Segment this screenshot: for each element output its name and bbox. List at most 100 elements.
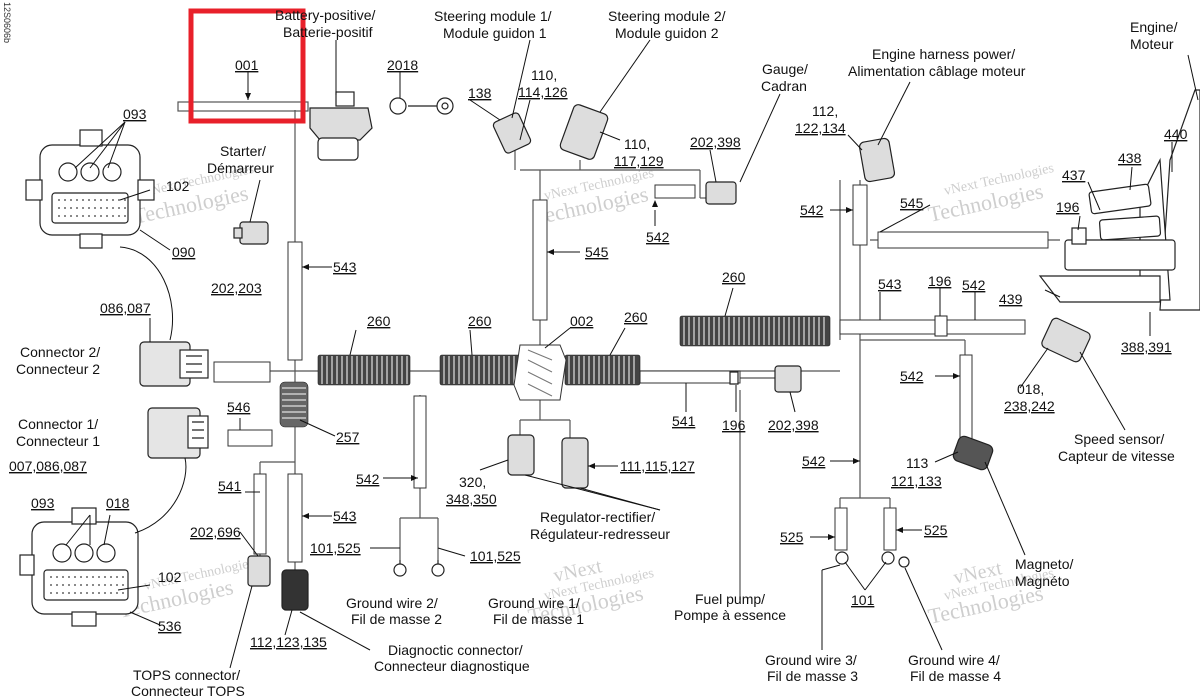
callout: 102	[158, 569, 182, 585]
arrowheads	[245, 93, 960, 540]
gauge-label: Gauge/	[762, 61, 808, 77]
leader-lines	[65, 39, 1199, 669]
fuel-pump-label: Pompe à essence	[674, 607, 786, 623]
callout: 2018	[387, 57, 418, 73]
callout: 525	[780, 529, 804, 545]
fuel-pump-connector	[729, 365, 802, 393]
starter-label: Starter/	[220, 143, 266, 159]
engine-harness-power-connector	[858, 137, 896, 183]
callout: 138	[468, 85, 492, 101]
callout-numbers: 001 2018 138 110, 114,126 110, 117,129 2…	[9, 57, 1188, 650]
steering-module-2-connector	[559, 104, 609, 160]
steering-module-1-label: Module guidon 1	[443, 25, 547, 41]
connector-1-label: Connector 1/	[18, 416, 98, 432]
harness-sleeves	[213, 184, 1049, 563]
callout: 114,126	[518, 84, 568, 100]
callout: 320,	[459, 474, 486, 490]
callout: 542	[900, 368, 924, 384]
callout: 122,134	[795, 120, 846, 136]
steering-module-2-label: Steering module 2/	[608, 8, 726, 24]
callout: 202,696	[190, 524, 241, 540]
callout: 112,	[812, 103, 838, 119]
engine-label: Engine/	[1130, 19, 1178, 35]
callout: 101,525	[470, 548, 521, 564]
callout: 093	[123, 106, 147, 122]
callout: 543	[878, 276, 902, 292]
callout: 542	[356, 471, 380, 487]
callout: 101	[851, 592, 875, 608]
ground-wire-2-label: Fil de masse 2	[351, 611, 442, 627]
callout: 260	[468, 313, 492, 329]
speed-sensor-connector	[1041, 317, 1091, 363]
ground-wire-3-label: Ground wire 3/	[765, 652, 857, 668]
splice-196	[934, 315, 948, 337]
connector-2-label: Connecteur 2	[16, 361, 100, 377]
gauge-connector	[705, 181, 737, 205]
callout: 542	[962, 277, 986, 293]
figure-code: 12S0606b	[2, 2, 12, 43]
callout: 018,	[1017, 381, 1044, 397]
speed-sensor-label: Speed sensor/	[1074, 431, 1164, 447]
callout: 543	[333, 508, 357, 524]
regulator-label: Régulateur-redresseur	[530, 526, 670, 542]
callout: 007,086,087	[9, 458, 87, 474]
callout: 388,391	[1121, 339, 1172, 355]
callout: 260	[624, 309, 648, 325]
diagnostic-connector-label: Connecteur diagnostique	[374, 658, 530, 674]
diagnostic-connector-label: Diagnoctic connector/	[388, 642, 523, 658]
ground-wire-4-label: Fil de masse 4	[910, 668, 1001, 684]
callout: 542	[800, 202, 824, 218]
steering-module-1-connector	[492, 112, 532, 154]
ground-wire-1-label: Fil de masse 1	[493, 611, 584, 627]
engine-label: Moteur	[1130, 36, 1174, 52]
connector-2	[139, 341, 209, 387]
callout: 348,350	[446, 491, 497, 507]
tops-connector-label: Connecteur TOPS	[131, 683, 245, 699]
fuel-pump-label: Fuel pump/	[695, 591, 765, 607]
callout: 260	[367, 313, 391, 329]
engine-harness-power-label: Engine harness power/	[872, 46, 1015, 62]
callout: 202,398	[768, 417, 819, 433]
callout: 543	[333, 259, 357, 275]
callout: 542	[646, 229, 670, 245]
ground-wire-3-label: Fil de masse 3	[767, 668, 858, 684]
callout: 086,087	[100, 300, 151, 316]
callout: 439	[999, 291, 1023, 307]
callout: 101,525	[310, 540, 361, 556]
callout: 202,398	[690, 134, 741, 150]
connector-1-label: Connecteur 1	[16, 433, 100, 449]
callout: 002	[570, 313, 594, 329]
engine-connectors	[1038, 89, 1200, 311]
callout: 113	[906, 455, 929, 471]
battery-label: Battery-positive/	[275, 7, 375, 23]
callout: 110,	[531, 67, 557, 83]
connector-2-label: Connector 2/	[20, 344, 100, 360]
gauge-label: Cadran	[761, 78, 807, 94]
steering-module-1-label: Steering module 1/	[434, 8, 552, 24]
callout: 111,115,127	[620, 458, 695, 474]
callout: 110,	[624, 136, 650, 152]
ground-rings	[393, 551, 910, 577]
callout: 438	[1118, 150, 1142, 166]
callout: 542	[802, 453, 826, 469]
conduit-ribs	[282, 317, 825, 419]
callout: 102	[166, 178, 190, 194]
callout: 112,123,135	[250, 634, 327, 650]
callout: 545	[900, 195, 924, 211]
callout: 202,203	[211, 280, 262, 296]
callout: 093	[31, 495, 55, 511]
highlight-box	[188, 8, 306, 124]
callout: 090	[172, 244, 196, 260]
component-labels: Battery-positive/ Batterie-positif Steer…	[16, 7, 1178, 699]
regulator-connectors	[507, 434, 589, 489]
connector-1	[147, 407, 209, 459]
callout: 525	[924, 522, 948, 538]
engine-harness-power-label: Alimentation câblage moteur	[848, 63, 1026, 79]
callout: 536	[158, 618, 182, 634]
callout: 440	[1164, 126, 1188, 142]
regulator-label: Regulator-rectifier/	[540, 509, 655, 525]
speed-sensor-label: Capteur de vitesse	[1058, 448, 1175, 464]
starter-label: Démarreur	[207, 160, 274, 176]
callout: 541	[672, 413, 696, 429]
callout: 121,133	[891, 473, 942, 489]
